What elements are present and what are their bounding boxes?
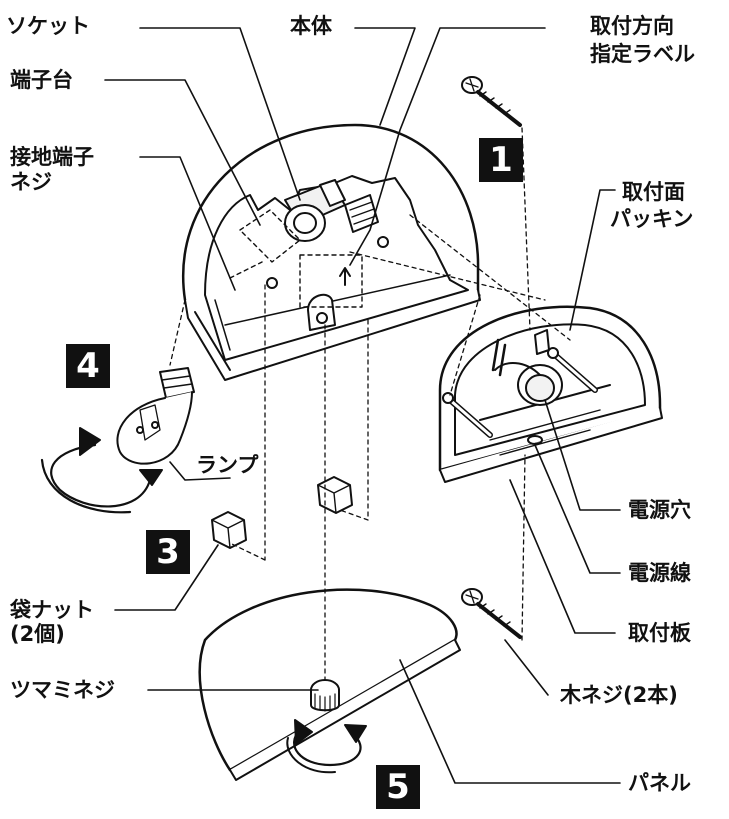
- label-direction-2: 指定ラベル: [590, 42, 695, 66]
- label-ground-screw-2: ネジ: [10, 170, 52, 194]
- label-mounting-plate: 取付板: [628, 621, 691, 645]
- wood-screw-top: [461, 76, 522, 127]
- terminal-block: [344, 194, 379, 233]
- step-badge-3: 3: [146, 530, 190, 574]
- step-badge-5: 5: [376, 765, 420, 809]
- label-wood-screw: 木ネジ(2本): [560, 683, 678, 707]
- label-knob-screw: ツマミネジ: [10, 678, 115, 702]
- main-body: [182, 123, 481, 381]
- label-power-wire: 電源線: [628, 561, 691, 585]
- label-terminal-block: 端子台: [10, 68, 73, 92]
- label-cap-nut-2: (2個): [10, 622, 65, 646]
- cap-nut-right: [317, 476, 353, 514]
- label-panel: パネル: [628, 771, 691, 795]
- label-direction-1: 取付方向: [590, 14, 674, 38]
- knob-screw: [310, 679, 340, 712]
- label-gasket-1: 取付面: [622, 180, 685, 204]
- step-badge-4: 4: [66, 344, 110, 388]
- label-power-hole: 電源穴: [628, 498, 691, 522]
- cap-nut-left: [211, 511, 247, 549]
- label-cap-nut-1: 袋ナット: [10, 598, 94, 622]
- label-body: 本体: [290, 14, 332, 38]
- step-badge-1: 1: [479, 138, 523, 182]
- label-socket: ソケット: [6, 14, 90, 38]
- label-lamp: ランプ: [196, 453, 259, 477]
- leader-lines: [104, 27, 621, 784]
- alignment-lines: [169, 127, 571, 681]
- socket: [284, 179, 346, 242]
- mounting-plate: [438, 305, 663, 483]
- lamp: [40, 367, 195, 514]
- panel: [198, 588, 461, 781]
- label-gasket-2: パッキン: [610, 207, 694, 231]
- label-ground-screw-1: 接地端子: [10, 145, 94, 169]
- wood-screw-bottom: [461, 588, 522, 639]
